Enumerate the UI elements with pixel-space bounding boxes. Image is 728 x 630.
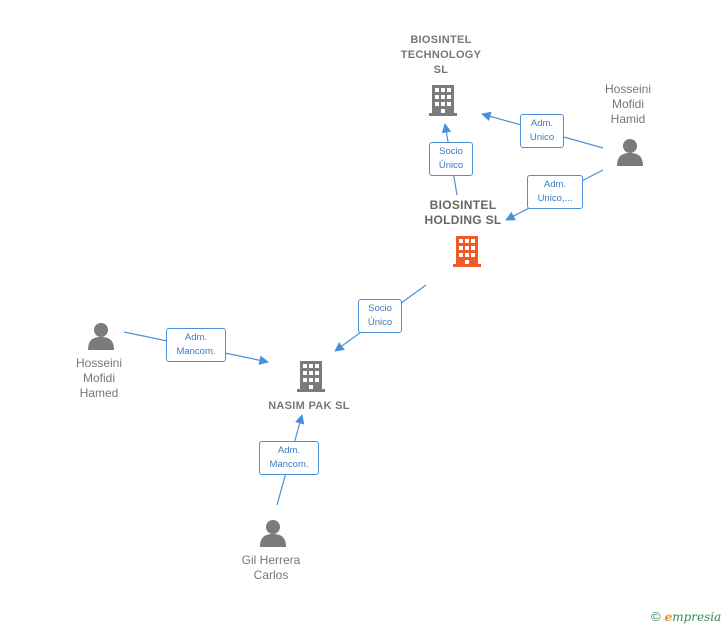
edge-label-holding-to-technology[interactable]: Socio Único	[429, 142, 473, 176]
label-biosintel-technology[interactable]: BIOSINTEL TECHNOLOGY SL	[386, 33, 496, 78]
label-line: Gil Herrera	[241, 553, 301, 567]
edge-label-line: Unico,...	[537, 193, 573, 204]
edge-label-line: Adm.	[543, 179, 567, 190]
person-icon-hosseini-hamed[interactable]	[88, 323, 114, 350]
edge-label-hamed-to-nasim[interactable]: Adm. Mancom.	[166, 328, 226, 362]
label-gil-herrera[interactable]: Gil Herrera Carlos	[226, 553, 316, 583]
label-line: HOLDING SL	[424, 213, 502, 227]
edge-label-holding-to-nasim[interactable]: Socio Único	[358, 299, 402, 333]
label-line: BIOSINTEL	[410, 34, 472, 46]
edge-label-line: Adm.	[277, 445, 301, 456]
edge-label-line: Unico	[529, 132, 555, 143]
building-icon-biosintel-technology[interactable]	[429, 85, 457, 116]
building-icon-nasim-pak[interactable]	[297, 361, 325, 392]
empresia-logo: ©empresia	[651, 609, 721, 624]
brand-rest: mpresia	[672, 610, 722, 624]
label-line: Mofidi	[82, 371, 115, 385]
edge-label-line: Adm.	[184, 332, 208, 343]
label-hosseini-hamed[interactable]: Hosseini Mofidi Hamed	[59, 356, 139, 401]
edge-label-line: Socio	[439, 146, 463, 157]
edge-label-line: Socio	[368, 303, 392, 314]
label-line: BIOSINTEL	[429, 198, 497, 212]
person-icon-gil-herrera[interactable]	[260, 520, 286, 547]
label-biosintel-holding[interactable]: BIOSINTEL HOLDING SL	[408, 198, 518, 228]
edge-label-hamid-to-technology[interactable]: Adm. Unico	[520, 114, 564, 148]
label-line: Hosseini	[75, 356, 123, 370]
label-line: Mofidi	[611, 97, 644, 111]
label-line: NASIM PAK SL	[268, 400, 350, 412]
person-icon-hosseini-hamid[interactable]	[617, 139, 643, 166]
edge-label-hamid-to-holding[interactable]: Adm. Unico,...	[527, 175, 583, 209]
label-nasim-pak[interactable]: NASIM PAK SL	[254, 399, 364, 414]
building-icon-biosintel-holding[interactable]	[453, 236, 481, 267]
copyright-icon: ©	[651, 609, 661, 624]
edge-label-line: Único	[438, 160, 464, 171]
label-line: TECHNOLOGY	[400, 49, 482, 61]
label-hosseini-hamid[interactable]: Hosseini Mofidi Hamid	[588, 82, 668, 127]
edge-label-line: Mancom.	[176, 346, 216, 357]
label-line: Hosseini	[604, 82, 652, 96]
brand-e: e	[664, 610, 673, 624]
label-line: Carlos	[253, 568, 289, 582]
label-line: SL	[433, 64, 449, 76]
edge-label-gil-to-nasim[interactable]: Adm. Mancom.	[259, 441, 319, 475]
edge-label-line: Único	[367, 317, 393, 328]
label-line: Hamed	[79, 386, 119, 400]
label-line: Hamid	[610, 112, 646, 126]
edge-label-line: Adm.	[530, 118, 554, 129]
edge-label-line: Mancom.	[269, 459, 309, 470]
